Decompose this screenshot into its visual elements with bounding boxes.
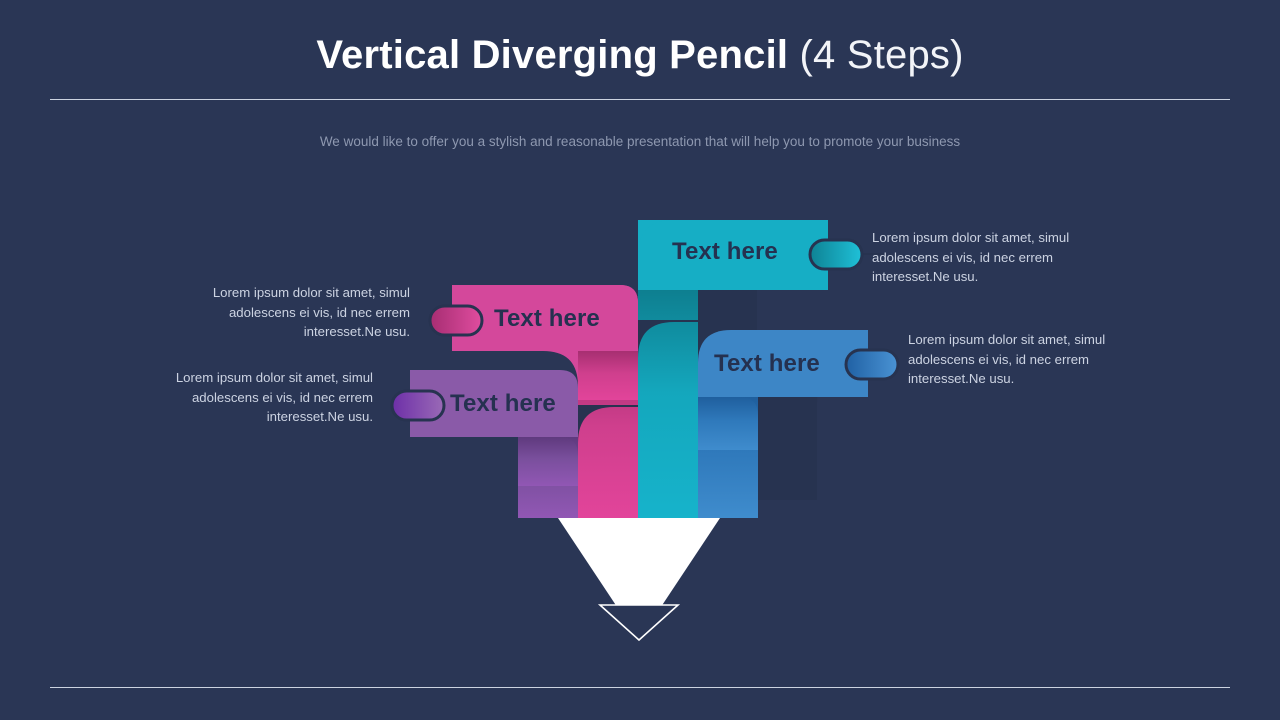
step-1-shape[interactable] xyxy=(638,220,884,518)
step-2-pill-icon[interactable] xyxy=(428,304,484,337)
step-4-label: Text here xyxy=(714,350,820,377)
page-title: Vertical Diverging Pencil (4 Steps) xyxy=(0,26,1280,84)
page-title-strong: Vertical Diverging Pencil xyxy=(316,33,789,77)
step-3-shape[interactable] xyxy=(410,370,638,518)
step-3-label: Text here xyxy=(450,390,556,417)
step-4-description: Lorem ipsum dolor sit amet, simul adoles… xyxy=(908,332,1106,386)
header-divider xyxy=(50,99,1230,100)
page-subtitle: We would like to offer you a stylish and… xyxy=(319,134,961,149)
step-3-pill-icon[interactable] xyxy=(390,389,446,422)
step-1-description: Lorem ipsum dolor sit amet, simul adoles… xyxy=(872,230,1070,284)
step-4-pill-icon[interactable] xyxy=(844,348,900,381)
step-3-description: Lorem ipsum dolor sit amet, simul adoles… xyxy=(175,370,373,424)
step-4-shape[interactable] xyxy=(698,330,875,518)
pencil-tip xyxy=(558,518,720,642)
step-2-label: Text here xyxy=(494,305,600,332)
footer-divider xyxy=(50,687,1230,688)
step-1-label: Text here xyxy=(672,238,778,265)
page-title-light: (4 Steps) xyxy=(788,33,964,77)
step-2-shape[interactable] xyxy=(452,285,700,518)
step-2-description: Lorem ipsum dolor sit amet, simul adoles… xyxy=(212,285,410,339)
step-1-pill-icon[interactable] xyxy=(808,238,864,271)
